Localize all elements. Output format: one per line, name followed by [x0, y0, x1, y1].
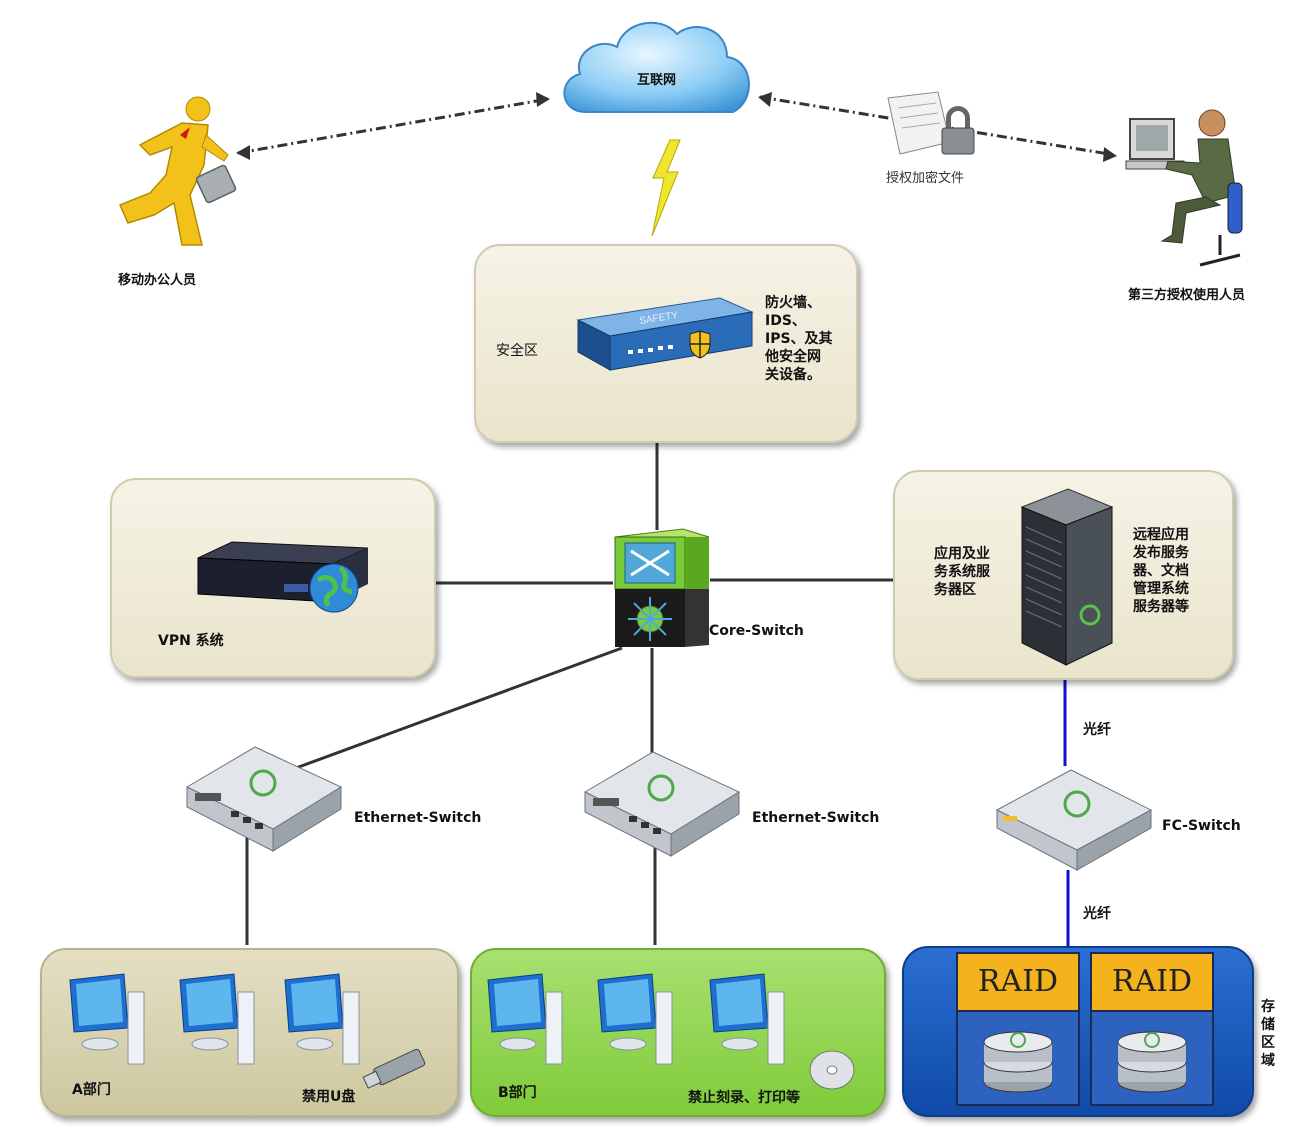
dept-b-computers [484, 972, 804, 1072]
raid-1-label: RAID [958, 954, 1078, 1012]
eth-switch-b-label: Ethernet-Switch [752, 810, 880, 826]
eth-switch-a-label: Ethernet-Switch [354, 810, 482, 826]
raid-2-label: RAID [1092, 954, 1212, 1012]
firewall-device: SAFETY [570, 290, 760, 380]
document-lock-icon [887, 91, 975, 155]
internet-cloud: 互联网 [555, 12, 760, 130]
dept-b-note: 禁止刻录、打印等 [688, 1090, 800, 1106]
fc-switch-device [995, 766, 1155, 872]
raid-2-disk [1092, 1012, 1212, 1104]
vpn-server-icon [197, 541, 369, 613]
arrow-head-left2 [758, 92, 772, 107]
desk-worker-icon [1125, 109, 1243, 267]
eth-switch-b-device [583, 748, 743, 860]
arrow-head-right2 [1103, 147, 1117, 162]
fiber-bottom-label: 光纤 [1083, 906, 1111, 922]
fc-switch-icon [995, 769, 1153, 871]
desktop-computer-icons [69, 973, 360, 1065]
security-zone-desc: 防火墙、 IDS、 IPS、及其 他安全网 关设备。 [765, 295, 833, 383]
running-person-icon [118, 96, 237, 246]
server-rack-icon [1020, 488, 1114, 666]
vpn-label: VPN 系统 [158, 633, 224, 649]
dept-a-note: 禁用U盘 [302, 1089, 356, 1105]
desktop-computer-icons [487, 973, 785, 1065]
ethernet-switch-icon [185, 746, 343, 852]
arrow-head-right [536, 92, 550, 107]
core-ethA-cable [295, 646, 623, 770]
vpn-device [192, 538, 372, 618]
security-zone-title: 安全区 [496, 343, 538, 359]
cd-disc-icon [808, 1048, 856, 1092]
usb-drive-icon [360, 1045, 435, 1090]
disk-stack-icon [1117, 1031, 1187, 1093]
core-switch-label: Core-Switch [709, 623, 804, 639]
core-switch-icon [614, 528, 710, 647]
app-zone-desc: 远程应用 发布服务 器、文档 管理系统 服务器等 [1133, 527, 1189, 615]
storage-label: 存 储 区 域 [1261, 999, 1275, 1069]
fc-switch-label: FC-Switch [1162, 818, 1241, 834]
firewall-icon: SAFETY [576, 297, 754, 371]
mobile-user-label: 移动办公人员 [118, 273, 197, 288]
raid-array-2: RAID [1090, 952, 1214, 1106]
app-zone-title: 应用及业 务系统服 务器区 [934, 546, 990, 598]
core-switch-device [613, 527, 711, 649]
cloud-icon [563, 21, 750, 113]
arrow-head-left [236, 145, 250, 160]
lightning-icon [651, 139, 681, 237]
internet-label: 互联网 [637, 73, 677, 88]
dept-a-label: A部门 [72, 1082, 111, 1098]
mobile-internet-link [237, 97, 549, 155]
encrypted-file-label: 授权加密文件 [886, 171, 965, 186]
ethernet-switch-icon [583, 751, 741, 857]
dept-a-computers [66, 972, 386, 1072]
third-party-figure [1120, 105, 1260, 275]
raid-array-1: RAID [956, 952, 1080, 1106]
raid-1-disk [958, 1012, 1078, 1104]
encrypted-file-icon [880, 88, 980, 168]
dept-b-label: B部门 [498, 1085, 537, 1101]
third-party-label: 第三方授权使用人员 [1128, 288, 1246, 303]
eth-switch-a-device [185, 743, 345, 855]
fiber-top-label: 光纤 [1083, 722, 1111, 738]
mobile-user-figure [110, 95, 240, 255]
disk-stack-icon [983, 1031, 1053, 1093]
server-rack [1018, 487, 1116, 667]
